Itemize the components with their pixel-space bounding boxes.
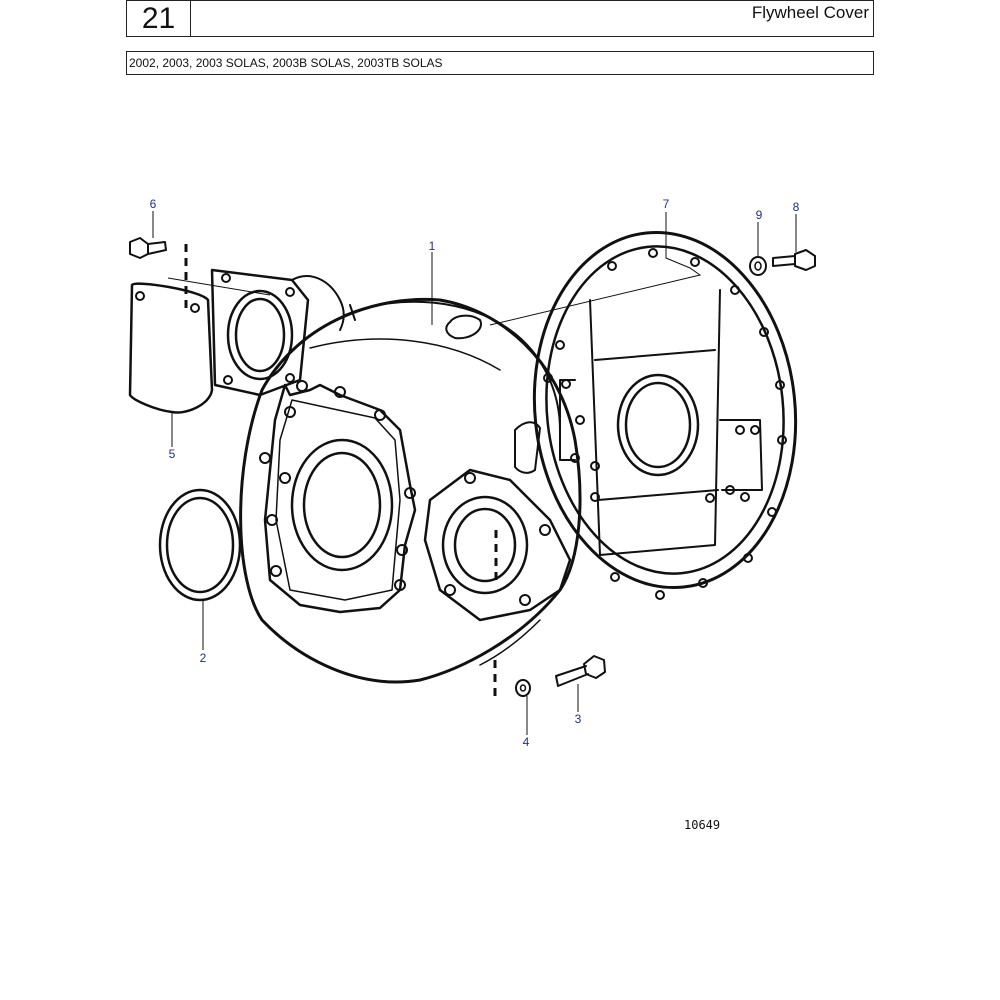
top-flange — [210, 268, 345, 397]
washer-4 — [515, 679, 531, 697]
callout-4: 4 — [522, 735, 530, 749]
screw-8 — [772, 249, 816, 271]
callout-6: 6 — [149, 197, 157, 211]
flywheel-housing — [239, 297, 582, 684]
models-row: 2002, 2003, 2003 SOLAS, 2003B SOLAS, 200… — [126, 51, 874, 75]
callout-5: 5 — [168, 447, 176, 461]
cover-plate — [128, 282, 214, 414]
leader-7 — [489, 212, 702, 326]
callout-9: 9 — [755, 208, 763, 222]
leader-5-up — [167, 277, 271, 296]
o-ring — [158, 488, 242, 602]
screw-6 — [129, 237, 167, 259]
section-number: 21 — [127, 1, 191, 36]
callout-7: 7 — [662, 197, 670, 211]
header-row: 21 Flywheel Cover — [126, 0, 874, 37]
callout-3: 3 — [574, 712, 582, 726]
page-title: Flywheel Cover — [751, 3, 869, 22]
callout-8: 8 — [792, 200, 800, 214]
figure-id: 10649 — [684, 818, 721, 832]
bolt-3 — [555, 655, 606, 687]
callout-2: 2 — [199, 651, 207, 665]
back-plate — [532, 230, 798, 600]
callout-1: 1 — [428, 239, 436, 253]
washer-9 — [749, 256, 767, 276]
